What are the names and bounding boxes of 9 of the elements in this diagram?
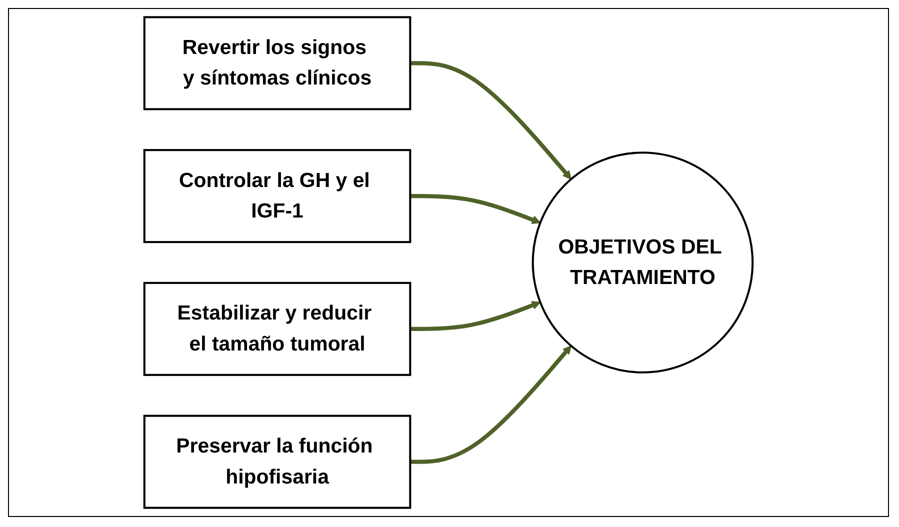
arrow: [410, 61, 572, 180]
node-box: Preservar la función hipofisaria: [143, 414, 412, 509]
node-box: Estabilizar y reducir el tamaño tumoral: [143, 282, 412, 376]
node-circle: OBJETIVOS DEL TRATAMIENTO: [532, 152, 754, 374]
arrow: [410, 301, 541, 331]
node-box: Controlar la GH y el IGF-1: [143, 149, 412, 244]
arrow: [410, 345, 572, 464]
node-box: Revertir los signos y síntomas clínicos: [143, 16, 412, 110]
arrow: [410, 194, 541, 224]
